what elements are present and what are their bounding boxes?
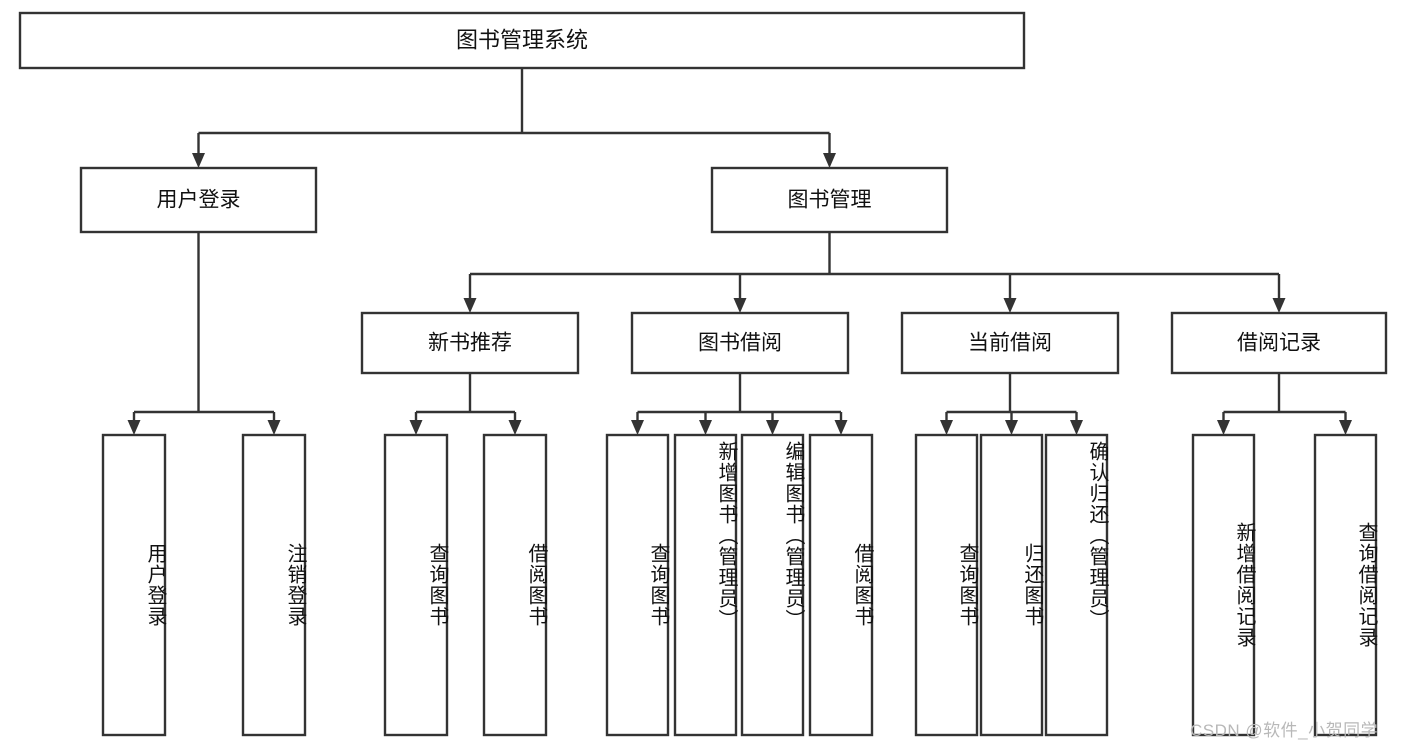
arrowhead-leaf-3-0	[940, 420, 953, 435]
level1-node-图书管理[interactable]	[710, 166, 949, 234]
arrowhead-leaf-0-1	[267, 420, 281, 435]
level2-node-借阅记录[interactable]	[1170, 311, 1388, 375]
leaf-box-3[interactable]	[482, 433, 548, 737]
leaf-box-6[interactable]	[740, 433, 805, 737]
leaf-box-5[interactable]	[673, 433, 738, 737]
level2-node-图书借阅[interactable]	[630, 311, 850, 375]
level1-node-用户登录-label: 用户登录	[157, 189, 241, 212]
leaf-box-0[interactable]	[101, 433, 167, 737]
boxes-layer	[18, 11, 1388, 737]
leaf-box-8[interactable]	[914, 433, 979, 737]
leaf-box-4[interactable]	[605, 433, 670, 737]
arrowhead-level1-1	[823, 153, 836, 168]
arrowhead-leaf-4-1	[1339, 420, 1352, 435]
arrowhead-leaf-3-1	[1005, 420, 1018, 435]
level2-node-借阅记录-label: 借阅记录	[1237, 332, 1321, 355]
arrowhead-leaf-0-0	[127, 420, 141, 435]
arrowhead-leaf-2-0	[631, 420, 644, 435]
level2-node-当前借阅[interactable]	[900, 311, 1120, 375]
level1-node-图书管理-label: 图书管理	[788, 189, 872, 212]
arrowhead-leaf-1-0	[409, 420, 423, 435]
arrowhead-leaf-3-2	[1070, 420, 1083, 435]
leaf-box-2[interactable]	[383, 433, 449, 737]
leaf-box-12[interactable]	[1313, 433, 1378, 737]
connectors-layer	[127, 68, 1352, 435]
level2-node-图书借阅-label: 图书借阅	[698, 332, 782, 355]
arrowhead-leaf-1-1	[508, 420, 522, 435]
node-图书管理系统-root-label: 图书管理系统	[456, 27, 588, 52]
arrowhead-level2-1	[733, 298, 747, 313]
level2-node-当前借阅-label: 当前借阅	[968, 332, 1052, 355]
leaf-box-11[interactable]	[1191, 433, 1256, 737]
watermark-text: CSDN @软件_小贺同学	[1190, 721, 1379, 740]
level2-node-新书推荐[interactable]	[360, 311, 580, 375]
arrowhead-level1-0	[192, 153, 205, 168]
node-图书管理系统-root[interactable]	[18, 11, 1026, 70]
level1-node-用户登录[interactable]	[79, 166, 318, 234]
level2-node-新书推荐-label: 新书推荐	[428, 332, 512, 355]
leaf-box-1[interactable]	[241, 433, 307, 737]
arrowhead-level2-2	[1003, 298, 1017, 313]
leaf-box-9[interactable]	[979, 433, 1044, 737]
arrowhead-leaf-2-2	[766, 420, 779, 435]
leaf-box-7[interactable]	[808, 433, 874, 737]
arrowhead-leaf-2-1	[699, 420, 712, 435]
leaf-box-10[interactable]	[1044, 433, 1109, 737]
arrowhead-leaf-2-3	[834, 420, 848, 435]
arrowhead-level2-3	[1272, 298, 1286, 313]
arrowhead-level2-0	[463, 298, 477, 313]
arrowhead-leaf-4-0	[1217, 420, 1230, 435]
